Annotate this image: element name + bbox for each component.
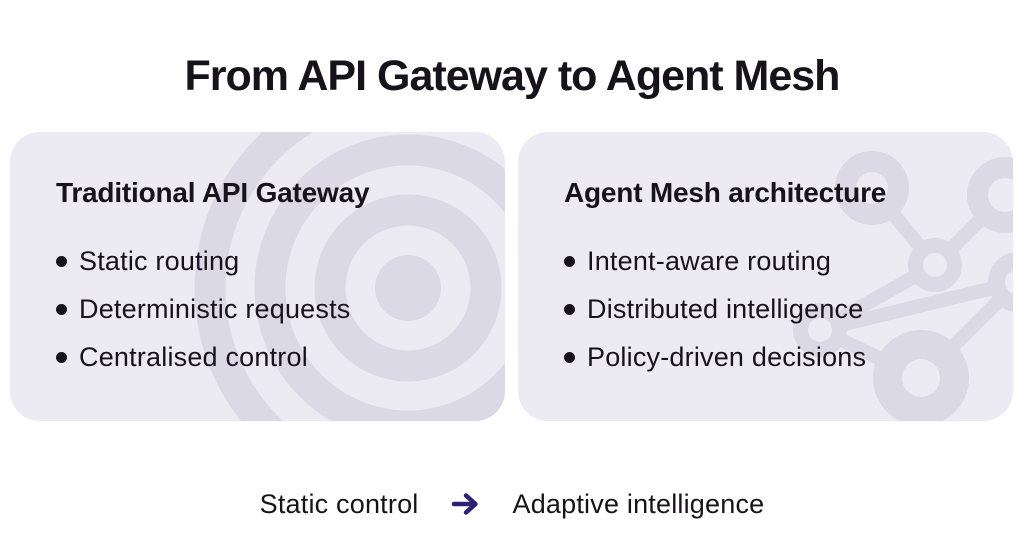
- bullet-item: Intent-aware routing: [564, 246, 987, 276]
- bullet-dot-icon: [56, 303, 67, 315]
- card-traditional-api-gateway: Traditional API Gateway Static routing D…: [10, 132, 505, 421]
- bullet-dot-icon: [564, 303, 575, 315]
- bullet-label: Distributed intelligence: [587, 293, 864, 324]
- bullet-item: Policy-driven decisions: [564, 342, 987, 372]
- bullet-label: Static routing: [79, 245, 240, 276]
- bullet-label: Policy-driven decisions: [587, 341, 867, 372]
- arrow-right-icon: [451, 493, 478, 515]
- bullet-item: Distributed intelligence: [564, 294, 987, 324]
- bullet-item: Centralised control: [56, 342, 479, 372]
- transition-footer: Static control Adaptive intelligence: [0, 488, 1024, 520]
- bullet-dot-icon: [56, 351, 67, 363]
- bullet-item: Static routing: [56, 246, 479, 276]
- bullet-dot-icon: [564, 255, 575, 267]
- card-content: Traditional API Gateway Static routing D…: [10, 132, 505, 421]
- from-label: Static control: [259, 489, 419, 519]
- bullet-label: Centralised control: [79, 341, 308, 372]
- card-content: Agent Mesh architecture Intent-aware rou…: [518, 132, 1013, 421]
- card-heading: Traditional API Gateway: [56, 177, 370, 208]
- bullet-label: Intent-aware routing: [587, 245, 832, 276]
- bullet-dot-icon: [56, 255, 67, 267]
- card-agent-mesh: Agent Mesh architecture Intent-aware rou…: [518, 132, 1013, 421]
- page-title: From API Gateway to Agent Mesh: [184, 51, 841, 100]
- bullet-list: Static routing Deterministic requests Ce…: [56, 246, 479, 372]
- bullet-label: Deterministic requests: [79, 293, 351, 324]
- bullet-item: Deterministic requests: [56, 294, 479, 324]
- card-heading: Agent Mesh architecture: [564, 177, 887, 208]
- bullet-dot-icon: [564, 351, 575, 363]
- bullet-list: Intent-aware routing Distributed intelli…: [564, 246, 987, 372]
- to-label: Adaptive intelligence: [512, 489, 765, 519]
- comparison-cards: Traditional API Gateway Static routing D…: [10, 132, 1013, 421]
